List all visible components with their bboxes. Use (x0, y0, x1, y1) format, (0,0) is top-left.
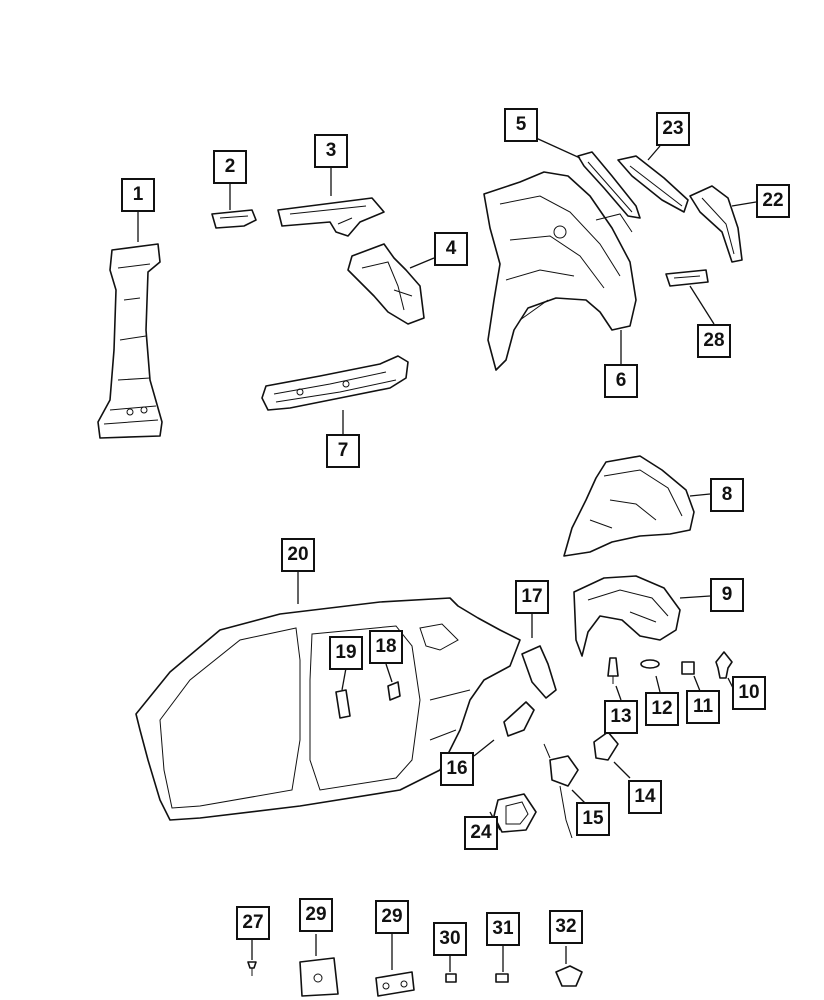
callout-6: 6 (604, 364, 638, 398)
part-24-seal (493, 793, 537, 833)
callout-2: 2 (213, 150, 247, 184)
callout-9: 9 (710, 578, 744, 612)
callout-18: 18 (369, 630, 403, 664)
part-29b-plug (375, 971, 415, 997)
part-10-clip (715, 651, 733, 679)
part-22-bracket (689, 185, 743, 263)
callout-22: 22 (756, 184, 790, 218)
callout-8: 8 (710, 478, 744, 512)
callout-23: 23 (656, 112, 690, 146)
part-8-wheelhouse-inner (563, 455, 695, 557)
part-6-quarter-inner (483, 171, 637, 371)
part-11-nut (681, 661, 695, 675)
part-29a-plug (299, 957, 339, 997)
callout-5: 5 (504, 108, 538, 142)
part-32-grommet (555, 965, 583, 987)
part-2-bracket (211, 209, 257, 229)
part-14-fuel-door (593, 731, 619, 761)
part-4-panel (347, 243, 425, 325)
callout-3: 3 (314, 134, 348, 168)
callout-24: 24 (464, 816, 498, 850)
callout-10: 10 (732, 676, 766, 710)
part-9-wheelhouse-liner (573, 575, 681, 657)
part-7-sill (261, 355, 409, 411)
callout-14: 14 (628, 780, 662, 814)
part-12-nut (640, 659, 660, 669)
callout-29b: 29 (375, 900, 409, 934)
callout-13: 13 (604, 700, 638, 734)
callout-17: 17 (515, 580, 549, 614)
callout-32: 32 (549, 910, 583, 944)
part-3-rail (277, 197, 385, 237)
callout-28: 28 (697, 324, 731, 358)
callout-30: 30 (433, 922, 467, 956)
callout-16: 16 (440, 752, 474, 786)
callout-7: 7 (326, 434, 360, 468)
callout-29a: 29 (299, 898, 333, 932)
callout-27: 27 (236, 906, 270, 940)
callout-15: 15 (576, 802, 610, 836)
part-23-strip (617, 155, 689, 213)
part-31-plug (495, 973, 509, 983)
part-13-stud (607, 657, 619, 684)
part-20-body-side (135, 597, 521, 821)
part-19-bracket (335, 689, 351, 719)
callout-20: 20 (281, 538, 315, 572)
part-30-plug (445, 973, 457, 983)
callout-31: 31 (486, 912, 520, 946)
callout-19: 19 (329, 636, 363, 670)
callout-12: 12 (645, 692, 679, 726)
part-5-strip (577, 151, 641, 219)
callout-4: 4 (434, 232, 468, 266)
part-16-panel (503, 701, 535, 737)
part-27-screw (247, 961, 257, 976)
part-15-fuel-housing (543, 743, 579, 839)
part-28-bracket (665, 269, 709, 287)
callout-11: 11 (686, 690, 720, 724)
callout-1: 1 (121, 178, 155, 212)
part-18-bracket (387, 681, 401, 701)
part-17-panel (521, 645, 557, 699)
leader-lines (137, 137, 757, 972)
part-1-b-pillar (97, 243, 163, 439)
